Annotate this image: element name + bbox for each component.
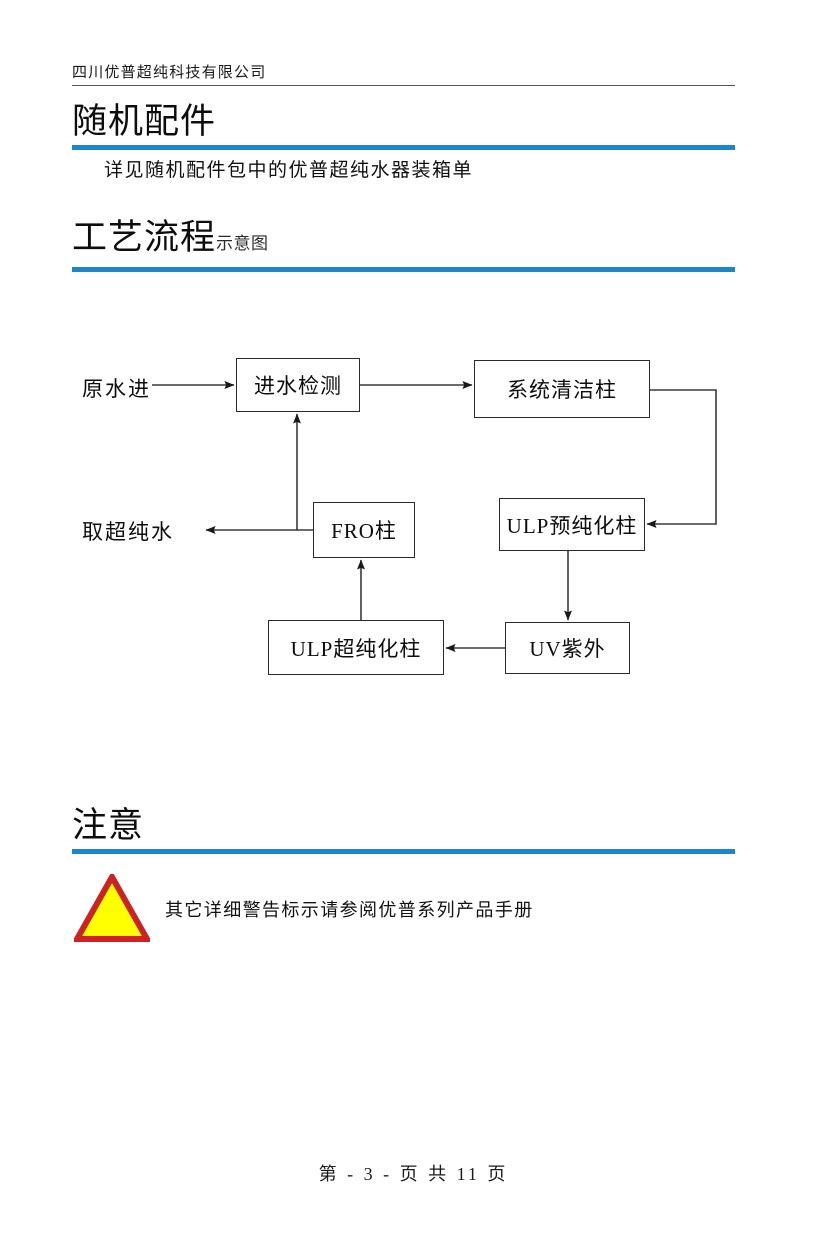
document-running-header: 四川优普超纯科技有限公司 [72, 62, 735, 86]
process-flow-diagram: 进水检测 系统清洁柱 FRO柱 ULP预纯化柱 ULP超纯化柱 UV紫外 原水进… [0, 300, 827, 730]
flow-box-ulp-pre-column[interactable]: ULP预纯化柱 [499, 498, 645, 551]
header-divider-rule [72, 85, 735, 86]
flow-box-ulp-ultra-column[interactable]: ULP超纯化柱 [268, 620, 444, 675]
section-title-group: 工艺流程示意图 [72, 216, 735, 266]
section-heading-process-flow: 工艺流程示意图 [72, 216, 735, 272]
section-title: 注意 [72, 806, 145, 845]
flow-box-uv[interactable]: UV紫外 [505, 622, 630, 674]
section-heading-accessories: 随机配件 [72, 100, 735, 150]
section-title: 工艺流程 [72, 218, 217, 257]
flow-connectors [152, 381, 717, 652]
company-name: 四川优普超纯科技有限公司 [72, 63, 267, 81]
warning-text: 其它详细警告标示请参阅优普系列产品手册 [165, 900, 534, 921]
flow-box-inlet-test[interactable]: 进水检测 [236, 358, 360, 412]
flow-box-fro-column[interactable]: FRO柱 [313, 502, 415, 558]
section-subtitle: 示意图 [216, 234, 269, 254]
page-footer: 第 - 3 - 页 共 11 页 [318, 1164, 509, 1184]
section-accent-rule [72, 849, 735, 854]
flow-label-raw-water-in: 原水进 [82, 377, 151, 401]
flow-label-ultrapure-out: 取超纯水 [82, 520, 174, 544]
section-heading-caution: 注意 [72, 804, 735, 854]
section-accent-rule [72, 267, 735, 272]
section-title: 随机配件 [72, 102, 217, 141]
section-accent-rule [72, 145, 735, 150]
warning-triangle-icon [74, 874, 150, 942]
flow-box-clean-column[interactable]: 系统清洁柱 [474, 360, 650, 418]
section-body-accessories: 详见随机配件包中的优普超纯水器装箱单 [104, 160, 474, 181]
